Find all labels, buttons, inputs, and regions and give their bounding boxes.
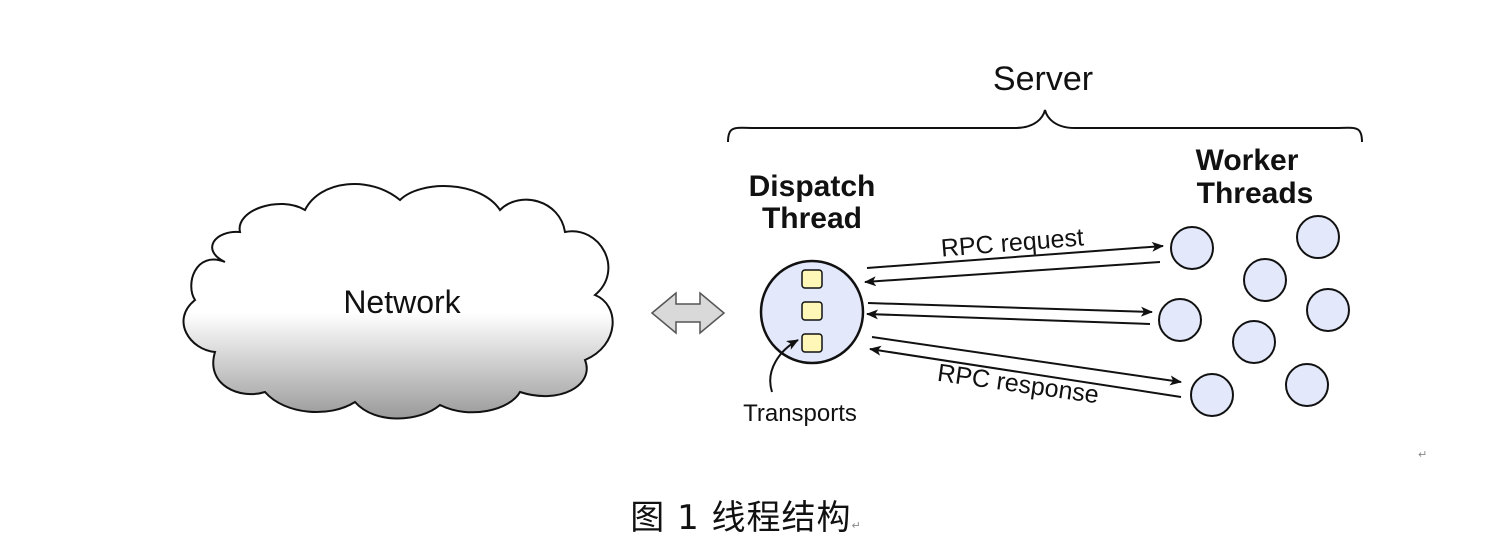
network-label: Network bbox=[343, 284, 461, 320]
transport-box bbox=[801, 301, 823, 321]
server-label: Server bbox=[993, 60, 1093, 98]
server-brace bbox=[727, 109, 1363, 143]
worker-threads: Worker Threads bbox=[1158, 144, 1350, 417]
worker-label-line1: Worker bbox=[1196, 144, 1299, 177]
transport-box bbox=[801, 333, 823, 353]
return-arrow bbox=[864, 261, 1161, 287]
worker-label-line2: Threads bbox=[1197, 177, 1314, 210]
worker-thread-circle bbox=[1306, 288, 1350, 332]
rpc-request-arrow bbox=[866, 241, 1164, 269]
worker-thread-circle bbox=[1296, 215, 1340, 259]
worker-thread-circle bbox=[1243, 258, 1287, 302]
figure-caption-text: 图 1 线程结构 bbox=[630, 498, 852, 538]
transports-pointer-arrow bbox=[769, 339, 799, 393]
transport-box bbox=[801, 269, 823, 289]
worker-thread-circle bbox=[1170, 226, 1214, 270]
cloud-shape bbox=[182, 183, 614, 420]
return-arrow bbox=[866, 309, 1151, 325]
dispatch-label-line1: Dispatch bbox=[749, 170, 876, 203]
return-arrow bbox=[869, 345, 1182, 398]
rpc-arrows: RPC request RPC response bbox=[864, 223, 1182, 409]
worker-thread-circle bbox=[1190, 373, 1234, 417]
dispatch-thread: Dispatch Thread Transports bbox=[743, 170, 875, 427]
paragraph-mark: ↵ bbox=[851, 519, 862, 532]
double-arrow-icon bbox=[650, 291, 726, 335]
request-arrow bbox=[867, 302, 1153, 317]
rpc-response-arrow bbox=[871, 336, 1182, 386]
transports-label: Transports bbox=[743, 400, 857, 427]
worker-thread-circle bbox=[1232, 320, 1276, 364]
paragraph-mark: ↵ bbox=[1418, 448, 1428, 461]
worker-thread-circle bbox=[1158, 298, 1202, 342]
rpc-request-label: RPC request bbox=[940, 223, 1085, 262]
worker-thread-circle bbox=[1285, 363, 1329, 407]
network-cloud: Network bbox=[182, 183, 614, 420]
figure-caption: 图 1 线程结构↵ bbox=[0, 490, 1492, 539]
dispatch-label-line2: Thread bbox=[762, 202, 862, 235]
